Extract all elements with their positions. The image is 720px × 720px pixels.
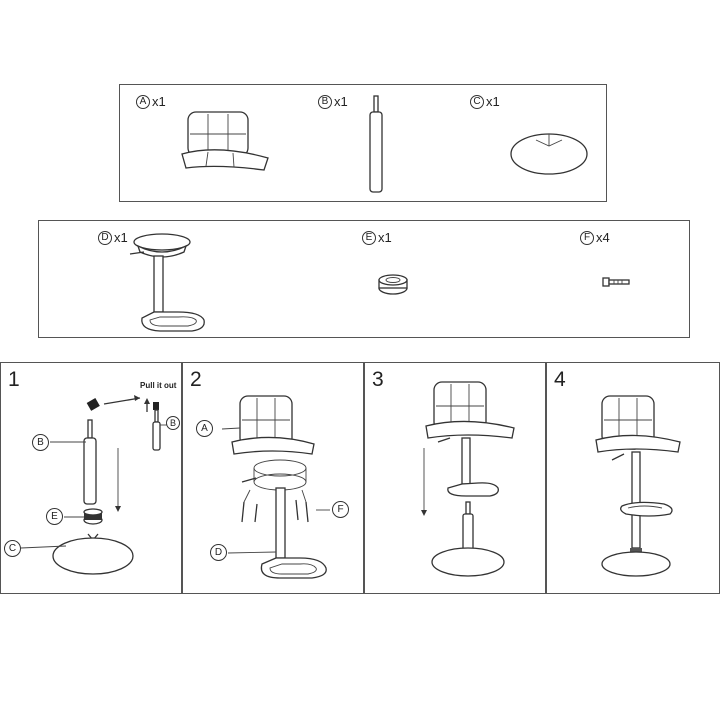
step-1-panel	[0, 362, 182, 594]
seat-frame-illustration	[129, 233, 205, 332]
gas-cylinder-illustration	[369, 95, 383, 193]
step-4-illustration	[595, 395, 681, 577]
seat-illustration	[181, 111, 269, 171]
part-label-a: A x1	[136, 94, 166, 109]
part-letter: D	[98, 230, 112, 245]
part-letter: C	[470, 94, 484, 109]
callout-a: A	[196, 420, 213, 437]
step-3-panel	[364, 362, 546, 594]
part-qty: x1	[152, 94, 166, 109]
base-illustration	[510, 133, 588, 175]
part-qty: x1	[114, 230, 128, 245]
part-letter: F	[580, 230, 594, 245]
step-3-illustration	[421, 381, 515, 577]
part-qty: x1	[334, 94, 348, 109]
part-label-b: B x1	[318, 94, 348, 109]
step-1-number: 1	[8, 368, 20, 391]
callout-c: C	[4, 540, 21, 557]
step-2-illustration	[221, 395, 330, 579]
part-letter: A	[136, 94, 150, 109]
callout-f: F	[332, 501, 349, 518]
callout-b: B	[32, 434, 49, 451]
callout-b-small: B	[166, 416, 180, 430]
parts-box-top	[119, 84, 607, 202]
part-letter: E	[362, 230, 376, 245]
part-letter: B	[318, 94, 332, 109]
part-qty: x1	[378, 230, 392, 245]
screw-illustration	[602, 277, 630, 287]
part-label-f: F x4	[580, 230, 610, 245]
step-2-number: 2	[190, 368, 202, 391]
part-qty: x4	[596, 230, 610, 245]
step-1-illustration	[20, 395, 167, 575]
parts-box-bottom	[38, 220, 690, 338]
part-qty: x1	[486, 94, 500, 109]
part-label-e: E x1	[362, 230, 392, 245]
callout-e: E	[46, 508, 63, 525]
part-label-c: C x1	[470, 94, 500, 109]
step-2-panel	[182, 362, 364, 594]
step-3-number: 3	[372, 368, 384, 391]
step-4-number: 4	[554, 368, 566, 391]
pull-out-note: Pull it out	[140, 381, 177, 390]
locking-ring-illustration	[378, 274, 408, 295]
part-label-d: D x1	[98, 230, 128, 245]
callout-d: D	[210, 544, 227, 561]
